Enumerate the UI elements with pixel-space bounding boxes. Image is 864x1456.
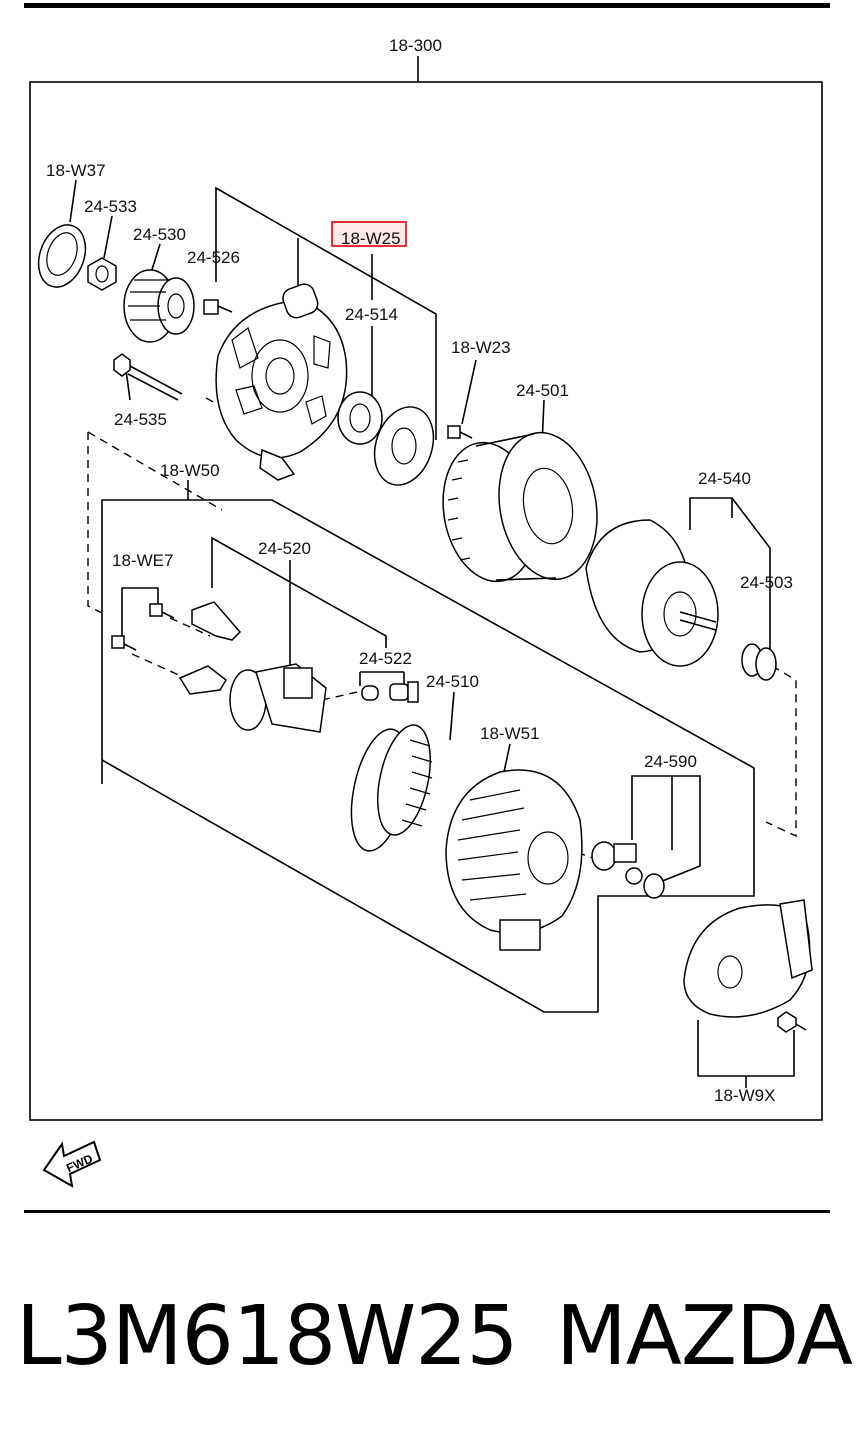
callout-label: 24-540: [698, 469, 751, 488]
callout-label: 24-514: [345, 305, 398, 324]
bracket-rotor: [689, 497, 771, 656]
bracket-cover: [697, 1020, 795, 1077]
brand-name: MAZDA: [556, 1289, 853, 1384]
bottom-rule: [24, 1210, 830, 1213]
part-number: L3M618W25: [16, 1289, 519, 1384]
bracket-rear-assembly: [101, 499, 755, 1013]
exploded-parts-diagram: 18-300 18-W37 24-533 24-530 24-526 18-W2…: [29, 36, 823, 1188]
callout-label: 18-W51: [480, 724, 540, 743]
diagram-frame: [29, 81, 823, 1121]
callout-label: 24-526: [187, 248, 240, 267]
callout-label: 18-W23: [451, 338, 511, 357]
callout-label-highlighted: 18-W25: [341, 229, 401, 248]
callout-label: 24-520: [258, 539, 311, 558]
callout-label: 24-590: [644, 752, 697, 771]
callout-label: 24-501: [516, 381, 569, 400]
callout-label: 24-533: [84, 197, 137, 216]
callout-label: 18-W37: [46, 161, 106, 180]
bracket-regulator: [211, 536, 387, 648]
callout-label: 24-503: [740, 573, 793, 592]
bracket-terminal: [631, 775, 701, 887]
callout-label: 24-522: [359, 649, 412, 668]
callout-label: 24-530: [133, 225, 186, 244]
callout-label: 24-510: [426, 672, 479, 691]
fwd-arrow-icon: FWD: [42, 1140, 102, 1188]
callout-label: 18-300: [389, 36, 442, 55]
callout-label: 18-W50: [160, 461, 220, 480]
bracket-front-housing: [215, 186, 437, 440]
front-housing-shape: [215, 299, 348, 459]
callout-label: 18-W9X: [714, 1086, 775, 1105]
bracket-screws: [121, 587, 159, 646]
highlight-box: [331, 221, 407, 247]
callout-label: 24-535: [114, 410, 167, 429]
callout-label: 18-WE7: [112, 551, 173, 570]
top-rule: [24, 3, 830, 8]
